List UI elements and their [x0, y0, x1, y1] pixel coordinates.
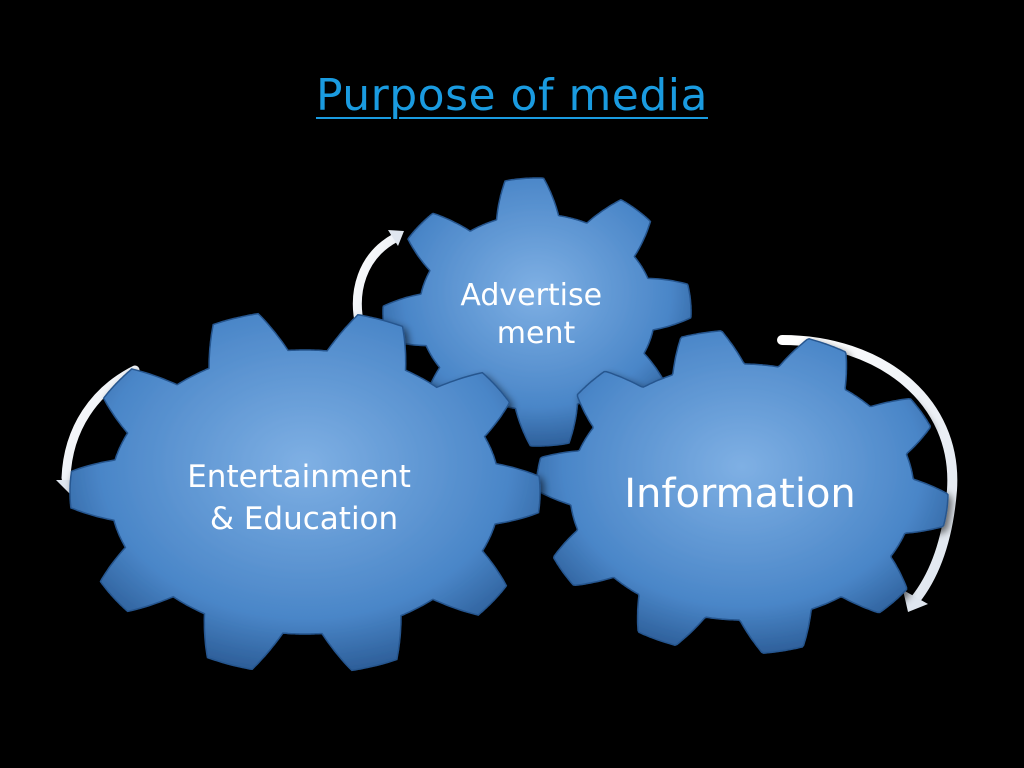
- gear-label-information: Information: [624, 471, 856, 517]
- gear-label-line: Entertainment: [187, 459, 411, 495]
- gear-shape: [69, 312, 541, 672]
- gear-label-line: Information: [624, 471, 856, 517]
- slide-title: Purpose of media: [315, 70, 708, 121]
- gear-label-line: & Education: [210, 501, 398, 537]
- gear-label-line: Advertise: [460, 278, 602, 313]
- gear-label-line: ment: [497, 316, 576, 351]
- gear-entertainment-education: [69, 312, 541, 672]
- curved-arrow-icon: [777, 335, 958, 612]
- gear-label-entertainment-education: Entertainment & Education: [187, 459, 421, 537]
- gear-label-advertisement: Advertise ment: [460, 278, 611, 351]
